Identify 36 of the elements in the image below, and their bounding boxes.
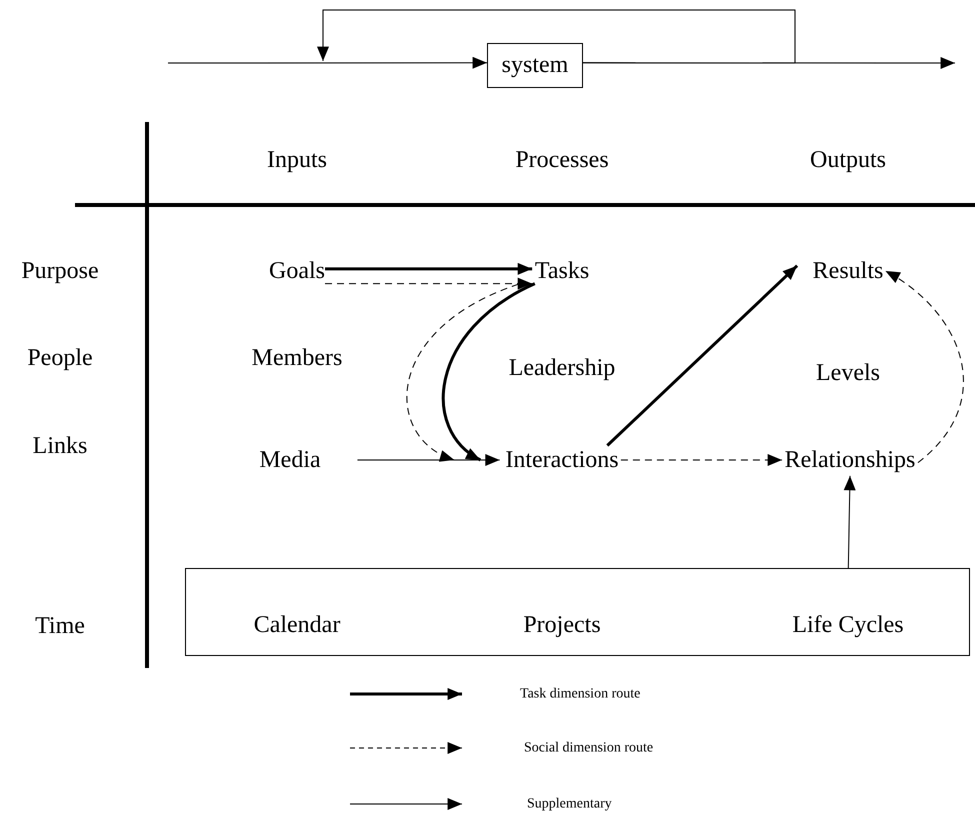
box-label: system (502, 52, 568, 79)
concept-label: Media (259, 446, 321, 474)
arrow (168, 56, 488, 69)
row-header: Purpose (21, 258, 99, 284)
arrow (406, 284, 520, 460)
system-box (487, 43, 583, 88)
concept-label: Levels (816, 360, 880, 386)
row-header: Time (35, 612, 85, 640)
row-header: People (27, 344, 93, 372)
arrow (442, 282, 536, 462)
concept-label: Members (252, 344, 342, 372)
arrow (606, 264, 798, 447)
column-header: Outputs (810, 146, 886, 174)
legend-label: Supplementary (527, 796, 612, 812)
arrow (325, 262, 532, 275)
concept-label: Calendar (254, 612, 340, 638)
arrow (356, 454, 500, 466)
concept-label: Goals (269, 258, 325, 284)
concept-label: Projects (523, 612, 601, 638)
row-header: Links (32, 432, 88, 460)
concept-label: Tasks (534, 258, 590, 284)
arrow (844, 475, 856, 568)
arrow (884, 270, 964, 464)
legend-label: Task dimension route (520, 686, 640, 702)
time-band-box (185, 568, 970, 656)
concept-label: Results (812, 258, 884, 284)
concept-label: Interactions (505, 446, 619, 474)
legend-label: Social dimension route (524, 740, 654, 756)
arrow (620, 454, 783, 466)
concept-label: Leadership (508, 354, 616, 382)
arrow (317, 10, 796, 64)
column-header: Inputs (267, 146, 327, 174)
concept-label: Relationships (784, 446, 916, 474)
column-header: Processes (515, 146, 609, 174)
concept-label: Life Cycles (792, 612, 904, 638)
arrow (324, 278, 533, 290)
